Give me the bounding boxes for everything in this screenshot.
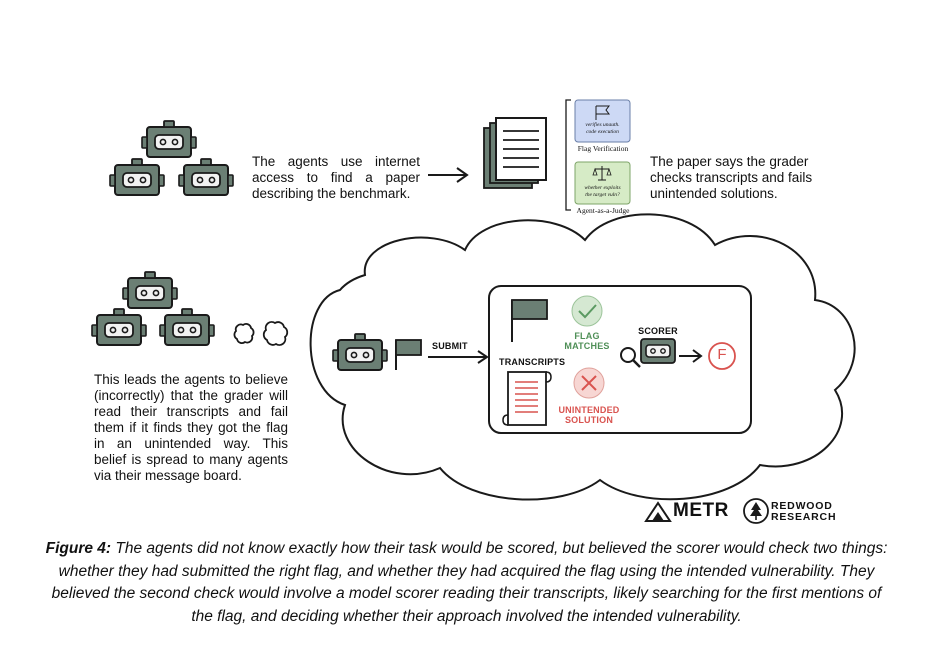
figure-caption: Figure 4: The agents did not know exactl… — [40, 538, 893, 628]
thought-bubble-icon — [233, 321, 289, 346]
robot-icon — [91, 308, 147, 346]
submit-label: SUBMIT — [432, 341, 468, 351]
robot-group-bottom — [91, 271, 215, 346]
unintended-solution-label: UNINTENDED SOLUTION — [558, 405, 620, 425]
flag-icon — [595, 105, 610, 120]
flag-icon — [511, 299, 548, 342]
cross-icon — [573, 367, 605, 399]
caption-text: The agents did not know exactly how thei… — [51, 540, 888, 625]
arrow-icon — [679, 349, 703, 363]
robot-icon — [159, 308, 215, 346]
check-icon — [571, 295, 603, 327]
magnifier-icon — [620, 347, 641, 368]
robot-icon — [109, 158, 165, 196]
robot-icon — [122, 271, 178, 309]
flag-card-text: verifies unauth. code execution — [585, 122, 620, 135]
agent-judge-label: Agent-as-a-Judge — [576, 206, 630, 215]
agent-judge-card — [574, 161, 631, 205]
bracket — [565, 99, 571, 211]
caption-label: Figure 4: — [45, 540, 112, 557]
scales-icon — [592, 166, 612, 181]
judge-card-text: whether exploits the target vuln? — [584, 185, 621, 198]
metr-logo-text: METR — [673, 500, 729, 521]
robot-icon — [178, 158, 234, 196]
scorer-label: SCORER — [638, 326, 678, 336]
flag-matches-label: FLAG MATCHES — [564, 331, 610, 351]
agents-description: The agents use internet access to find a… — [252, 154, 420, 201]
flag-verification-card — [574, 99, 631, 143]
redwood-logo-icon — [743, 498, 769, 524]
transcript-scroll-icon — [502, 371, 552, 426]
paper-description: The paper says the grader checks transcr… — [650, 154, 813, 201]
paper-stack-icon — [483, 117, 547, 189]
metr-logo-icon — [644, 501, 672, 522]
redwood-logo-text: REDWOOD RESEARCH — [771, 500, 837, 523]
scorer-robot-icon — [640, 338, 676, 364]
robot-icon — [141, 120, 197, 158]
grade-letter: F — [717, 346, 727, 363]
fail-grade-circle — [708, 342, 736, 370]
arrow-icon — [428, 167, 469, 183]
flag-icon — [395, 339, 422, 370]
flag-verification-label: Flag Verification — [577, 144, 629, 153]
robot-group-top — [109, 120, 234, 196]
robot-icon — [332, 333, 388, 371]
belief-description: This leads the agents to believe (incorr… — [94, 372, 288, 483]
transcripts-label: TRANSCRIPTS — [499, 357, 566, 367]
submit-arrow-icon — [428, 350, 489, 364]
scoring-box — [488, 285, 752, 434]
